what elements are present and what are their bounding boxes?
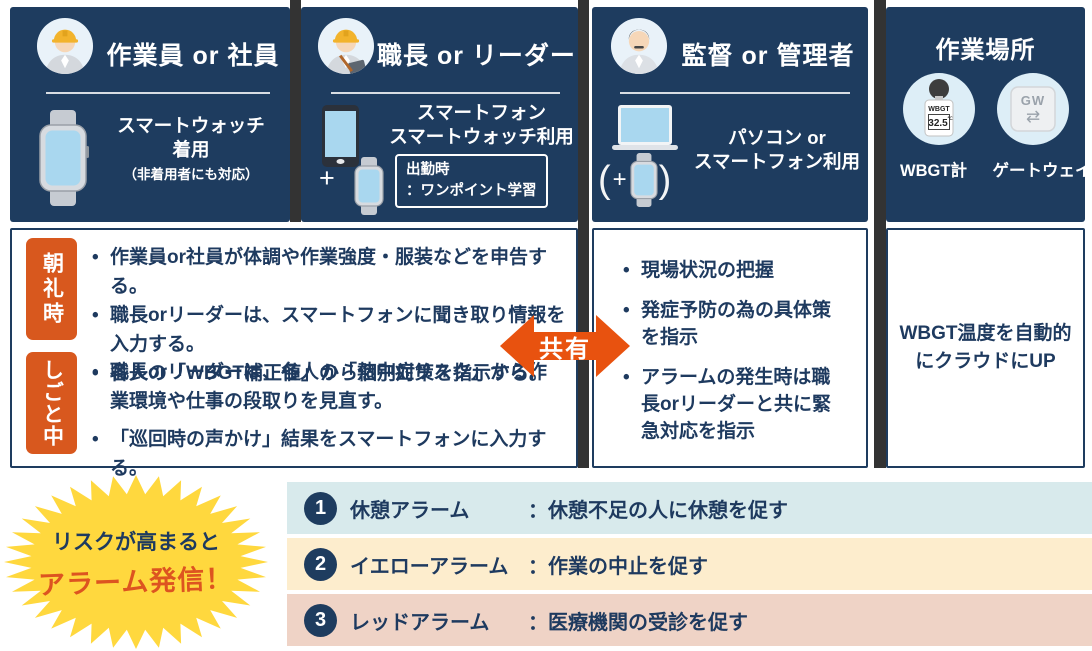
panel-supervisor-header: 監督 or 管理者 ( + ) パソコン or — [592, 7, 868, 222]
share-arrow-shape — [500, 315, 630, 377]
paren-open: ( — [598, 159, 611, 201]
leader-device-caption: スマートフォン スマートウォッチ利用 — [387, 101, 576, 150]
share-arrow: 共有 — [498, 312, 632, 380]
tag-morning-assembly: 朝礼時 — [26, 238, 77, 340]
supervisor-plus-sign: + — [612, 166, 627, 193]
wbgt-meter-icon: WBGT 32.5 ℃ — [902, 73, 975, 145]
panel-actions-worker-leader: 朝礼時 しごと中 作業員or社員が体調や作業強度・服装などを申告する。 職長or… — [10, 228, 578, 479]
site-label-row: WBGT計 ゲートウェイ — [886, 157, 1092, 181]
alarm-number-badge: 2 — [304, 547, 337, 581]
cloud-upload-note: WBGT温度を自動的 にクラウドにUP — [888, 230, 1083, 466]
divider-supervisor-site — [874, 0, 886, 468]
alarm-name: イエローアラーム — [350, 555, 509, 578]
worker-title: 作業員 or 社員 — [106, 42, 280, 70]
worker-caption-line1: スマートウォッチ — [117, 115, 265, 136]
alarm-row-red: 3 レッドアラーム ：医療機関の受診を促す — [287, 594, 1092, 646]
panel-actions-supervisor: 現場状況の把握 発症予防の為の具体策を指示 アラームの発生時は職長orリーダーと… — [592, 228, 868, 468]
optional-watch-group: ( + ) — [598, 153, 671, 207]
learning-box-line2: ：ワンポイント学習 — [406, 183, 537, 200]
alarm-description: ：作業の中止を促す — [528, 555, 708, 578]
worker-device-caption: スマートウォッチ 着用 （非着用者にも対応） — [96, 114, 286, 184]
wbgt-unit-text: ℃ — [947, 116, 953, 122]
gateway-label: ゲートウェイ — [992, 162, 1092, 180]
working-item: 「巡回時の声かけ」結果をスマートフォンに入力する。 — [90, 425, 548, 483]
supervisor-header-divider-line — [620, 92, 850, 94]
gateway-gw-text: GW — [1020, 93, 1044, 108]
cloud-note-line1: WBGT温度を自動的 — [899, 322, 1072, 344]
supervisor-avatar-icon — [610, 17, 668, 75]
worker-caption-note: （非着用者にも対応） — [123, 166, 259, 182]
supervisor-title: 監督 or 管理者 — [681, 42, 855, 70]
supervisor-item: アラームの発生時は職長orリーダーと共に緊急対応を指示 — [621, 364, 849, 445]
gateway-arrows-glyph: ⇄ — [1025, 107, 1039, 127]
wbgt-meter-label: WBGT計 — [900, 162, 967, 180]
worker-caption-line2: 着用 — [172, 139, 210, 161]
worker-header-divider-line — [46, 92, 270, 94]
smartwatch-icon — [37, 110, 89, 206]
supervisor-bullet-list: 現場状況の把握 発症予防の為の具体策を指示 アラームの発生時は職長orリーダーと… — [621, 257, 849, 458]
panel-worker-header: 作業員 or 社員 スマートウォッチ 着用 （非着用者にも対応） — [10, 7, 290, 222]
supervisor-item: 発症予防の為の具体策を指示 — [621, 297, 849, 351]
paren-close: ) — [658, 159, 672, 201]
leader-header-divider-line — [331, 92, 560, 94]
wbgt-brand-text: WBGT — [928, 106, 950, 113]
burst-line2: アラーム発信！ — [38, 563, 235, 601]
alarm-number-badge: 1 — [304, 491, 337, 525]
working-bullet-list: 職長orリーダーは、各人の「熱中症リスク」から作業環境や仕事の段取りを見直す。 … — [90, 358, 548, 483]
starburst-shape — [4, 475, 268, 649]
burst-line1: リスクが高まると — [52, 531, 220, 554]
alarm-description: ：医療機関の受診を促す — [528, 611, 748, 634]
morning-item: 職長orリーダーは、スマートフォンに聞き取り情報を入力する。 — [90, 301, 568, 359]
supervisor-smartwatch-icon — [629, 153, 659, 207]
site-icon-row: WBGT 32.5 ℃ GW ⇄ — [886, 73, 1085, 145]
supervisor-item: 現場状況の把握 — [621, 257, 849, 284]
alarm-number-badge: 3 — [304, 603, 337, 637]
alarm-name: レッドアラーム — [350, 611, 490, 634]
risk-alarm-starburst — [4, 475, 268, 649]
onboarding-learning-box: 出勤時 ：ワンポイント学習 — [395, 154, 548, 209]
leader-caption-line2: スマートウォッチ利用 — [389, 126, 574, 148]
supervisor-caption-line1: パソコン or — [728, 127, 826, 148]
gateway-icon: GW ⇄ — [996, 73, 1069, 145]
supervisor-device-caption: パソコン or スマートフォン利用 — [688, 126, 866, 175]
supervisor-caption-line2: スマートフォン利用 — [694, 151, 860, 173]
leader-caption-line1: スマートフォン — [417, 102, 546, 123]
leader-title: 職長 or リーダー — [377, 42, 576, 70]
divider-leader-supervisor — [578, 0, 589, 468]
share-arrow-label: 共有 — [539, 335, 591, 363]
laptop-icon — [612, 105, 678, 153]
learning-box-line1: 出勤時 — [406, 162, 450, 178]
leader-avatar-icon — [317, 17, 375, 75]
worker-avatar-icon — [36, 17, 94, 75]
smartphone-icon — [322, 105, 359, 167]
morning-item: 作業員or社員が体調や作業強度・服装などを申告する。 — [90, 243, 568, 301]
risk-alarm-starburst-text: リスクが高まると アラーム発信！ — [2, 474, 270, 651]
alarm-row-rest: 1 休憩アラーム ：休憩不足の人に休憩を促す — [287, 482, 1092, 534]
working-item: 職長orリーダーは、各人の「熱中症リスク」から作業環境や仕事の段取りを見直す。 — [90, 358, 548, 416]
leader-plus-sign: + — [319, 163, 335, 193]
divider-worker-leader — [290, 0, 301, 222]
alarm-description: ：休憩不足の人に休憩を促す — [528, 499, 788, 522]
panel-site-header: 作業場所 WBGT 32.5 ℃ GW ⇄ — [886, 7, 1092, 222]
wbgt-value-text: 32.5 — [928, 118, 948, 129]
panel-leader-header: 職長 or リーダー + スマートフォン スマートウォッチ利用 出勤時 ：ワンポ… — [301, 7, 578, 222]
alarm-row-yellow: 2 イエローアラーム ：作業の中止を促す — [287, 538, 1092, 590]
leader-smartwatch-icon — [353, 157, 385, 215]
tag-during-work: しごと中 — [26, 352, 77, 454]
cloud-note-line2: にクラウドにUP — [915, 351, 1056, 372]
site-title: 作業場所 — [935, 37, 1036, 64]
panel-cloud-upload: WBGT温度を自動的 にクラウドにUP — [886, 228, 1085, 468]
alarm-name: 休憩アラーム — [350, 499, 470, 522]
